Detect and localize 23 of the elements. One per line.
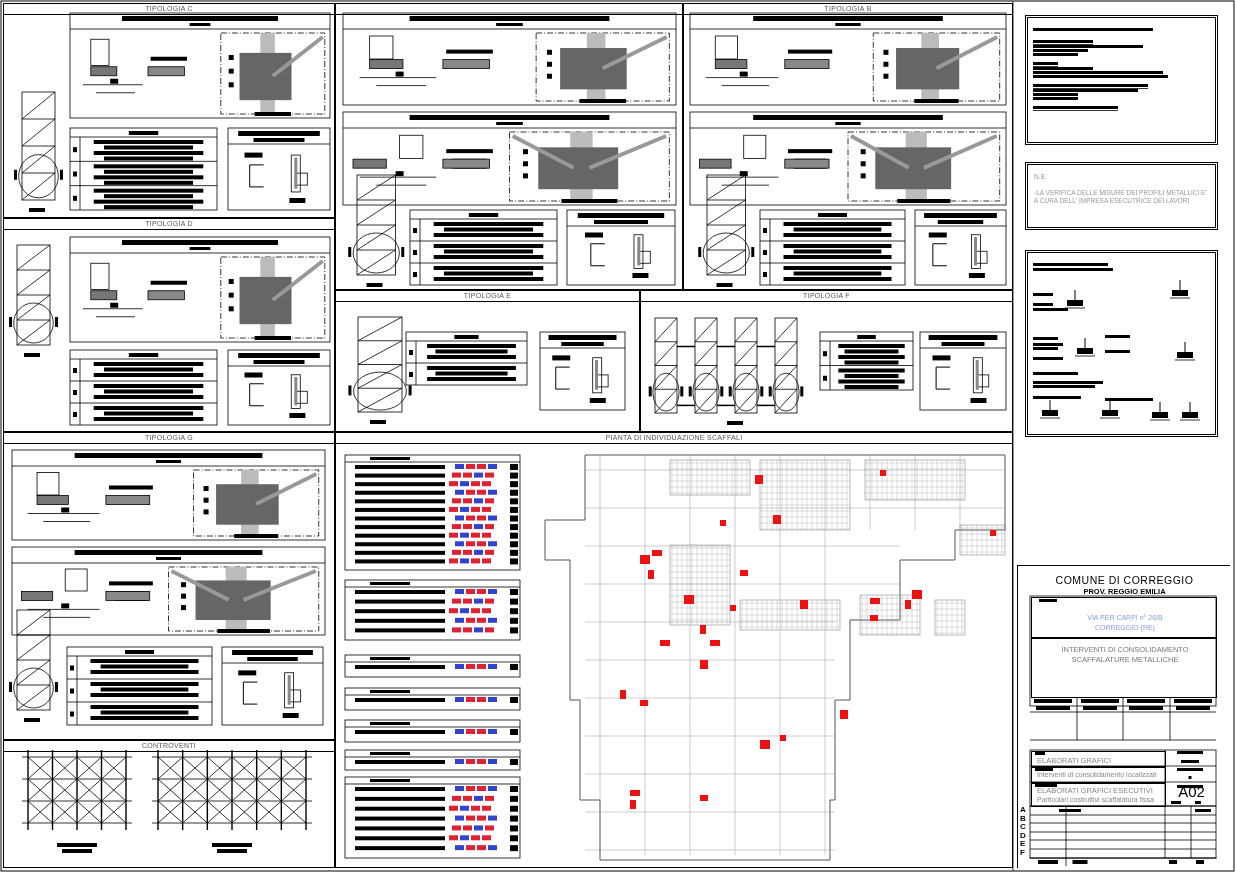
section-panel — [3, 218, 335, 432]
title-block-field — [1031, 767, 1166, 783]
section-panel — [335, 432, 1013, 868]
section-panel — [3, 432, 335, 740]
section-panel — [683, 3, 1013, 290]
revision-letter: B — [1020, 814, 1026, 823]
section-panel — [3, 3, 335, 218]
section-panel — [335, 290, 640, 432]
detail-box — [1025, 15, 1218, 145]
title-block-field — [1031, 638, 1217, 698]
section-panel — [640, 290, 1013, 432]
note-box — [1025, 162, 1218, 230]
detail-box — [335, 3, 683, 290]
revision-letter: C — [1020, 823, 1026, 832]
municipality-title: COMUNE DI CORREGGIO — [1054, 574, 1195, 586]
section-panel — [3, 740, 335, 868]
revision-letter: E — [1020, 840, 1026, 849]
title-block-field — [1031, 783, 1166, 807]
title-block — [1017, 565, 1230, 868]
detail-box — [1025, 250, 1218, 437]
title-block-field — [1031, 597, 1217, 638]
title-block-field — [1031, 751, 1166, 767]
revision-letter: A — [1020, 806, 1026, 814]
